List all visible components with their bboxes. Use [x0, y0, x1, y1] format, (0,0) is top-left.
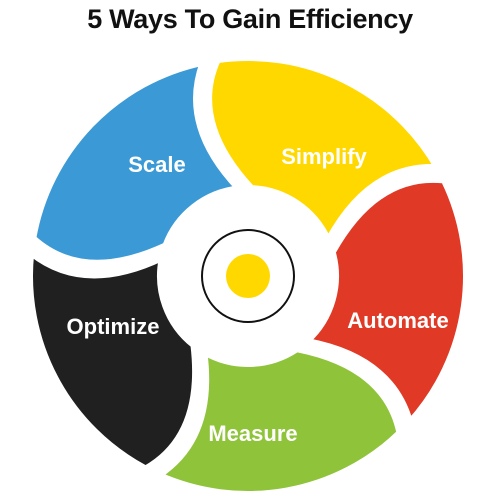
segment-optimize — [27, 250, 199, 472]
segment-label-optimize: Optimize — [67, 314, 160, 339]
center-ring — [201, 229, 295, 323]
segment-label-simplify: Simplify — [281, 144, 367, 169]
segment-measure — [156, 346, 403, 497]
segment-label-automate: Automate — [347, 308, 448, 333]
center-dot — [226, 254, 270, 298]
segment-label-measure: Measure — [208, 421, 297, 446]
segment-simplify — [206, 55, 440, 243]
segment-automate — [304, 176, 469, 425]
diagram-title: 5 Ways To Gain Efficiency — [87, 4, 413, 34]
wheel-segments — [27, 55, 469, 497]
segment-scale — [30, 59, 242, 266]
segment-label-scale: Scale — [128, 152, 186, 177]
wheel-labels: Simplify Automate Measure Optimize Scale — [67, 144, 449, 446]
